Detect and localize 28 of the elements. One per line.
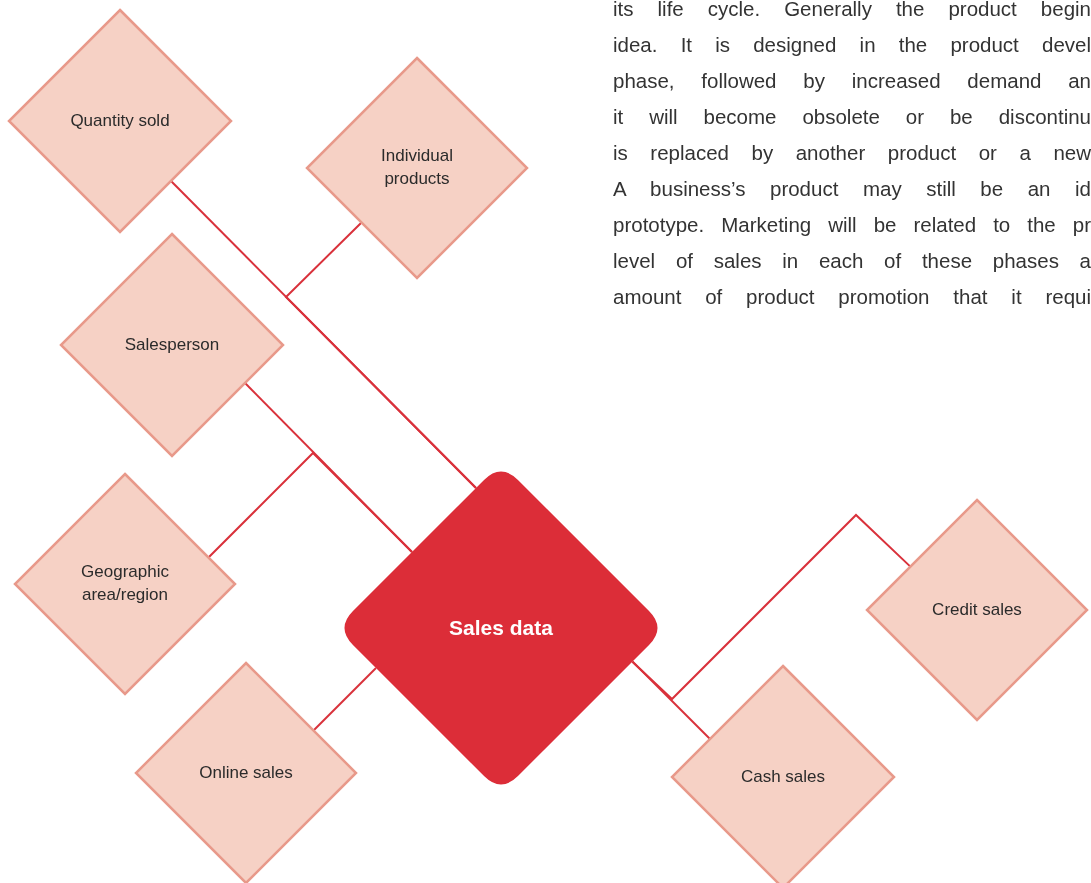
topic-diamond [135,662,357,883]
node-label: Salesperson [123,333,221,356]
topic-diamond [306,57,528,279]
topic-diamond [60,233,284,457]
body-text-line: level of sales in each of these phases a [613,248,1091,274]
body-text-line: amount of product promotion that it requi [613,284,1091,310]
topic-diamond [14,473,236,695]
body-text-line: prototype. Marketing will be related to the pr [613,212,1091,238]
node-label: Sales data [448,614,554,641]
topic-diamond [671,665,895,883]
node-label: Cash sales [739,765,827,788]
node-label: Geographic area/region [80,561,170,606]
topic-diamond [8,9,232,233]
body-text-line: phase, followed by increased demand an [613,68,1091,94]
body-text-line: idea. It is designed in the product devel [613,32,1091,58]
node-label: Individual products [380,145,454,190]
connector-line [284,222,477,489]
body-text-line: A business’s product may still be an id [613,176,1091,202]
node-label: Credit sales [931,598,1023,621]
node-label: Quantity sold [69,109,171,132]
connector-line [631,660,711,740]
connector-line [208,451,413,558]
body-text-line: its life cycle. Generally the product begin [613,0,1091,22]
body-text-line: is replaced by another product or a new [613,140,1091,166]
topic-diamond [866,499,1088,721]
node-label: Online sales [198,761,294,784]
connector-line [313,667,377,731]
body-text-line: it will become obsolete or be discontinu [613,104,1091,130]
